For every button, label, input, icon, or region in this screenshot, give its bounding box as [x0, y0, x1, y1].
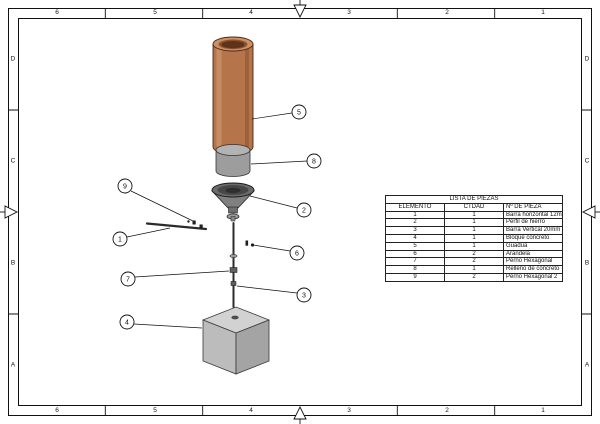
zone-row-left: C [10, 157, 16, 165]
zone-row-right: B [584, 259, 590, 267]
hex-nut-upper [229, 267, 238, 273]
hex-nut-lower [230, 281, 237, 286]
zone-col-top: 5 [153, 9, 157, 16]
zone-row-left: D [10, 55, 16, 63]
svg-text:2: 2 [302, 208, 306, 215]
washer-small [187, 220, 190, 223]
zone-col-bottom: 4 [249, 407, 253, 414]
zone-row-right: D [584, 55, 590, 63]
balloon-3: 3 [236, 285, 312, 303]
zone-col-top: 1 [541, 9, 545, 16]
table-row: 9 2 Perno Hexagonal 2 [385, 272, 563, 282]
zone-col-top: 4 [249, 9, 253, 16]
zone-col-top: 3 [347, 9, 351, 16]
balloon-9: 9 [117, 178, 194, 222]
svg-text:5: 5 [297, 110, 301, 117]
parts-list-table: LISTA DE PIEZAS ELEMENTO CTDAD Nº DE PIE… [385, 195, 563, 282]
balloon-8: 8 [250, 153, 322, 169]
hex-bolt-2 [199, 224, 203, 229]
balloon-7: 7 [120, 270, 230, 287]
guadua-cylinder [212, 36, 254, 155]
zone-col-bottom: 1 [541, 407, 545, 414]
zone-col-bottom: 3 [347, 407, 351, 414]
balloon-5: 5 [251, 104, 307, 120]
center-arrow-top [293, 0, 307, 19]
center-arrow-bottom [293, 405, 307, 424]
zone-row-left: B [10, 259, 16, 267]
zone-tick-marks [8, 8, 592, 416]
exploded-assembly [145, 36, 271, 375]
washers-hardware [245, 240, 255, 247]
svg-text:8: 8 [312, 159, 316, 166]
iron-funnel [211, 182, 255, 222]
zone-col-bottom: 5 [153, 407, 157, 414]
washer-2 [250, 243, 255, 247]
balloon-callouts: 5 8 2 6 3 [112, 104, 322, 330]
center-arrow-left [0, 205, 19, 219]
hex-bolt-1 [192, 220, 196, 225]
svg-text:4: 4 [125, 320, 129, 327]
svg-text:1: 1 [118, 237, 122, 244]
balloon-4: 4 [119, 314, 203, 330]
zone-col-bottom: 2 [445, 407, 449, 414]
balloon-2: 2 [249, 195, 312, 218]
concrete-fill-collar [215, 144, 251, 177]
zone-col-top: 6 [55, 9, 59, 16]
balloon-1: 1 [112, 227, 171, 247]
washer-on-bar [229, 254, 238, 258]
zone-row-left: A [10, 361, 16, 369]
svg-text:6: 6 [295, 251, 299, 258]
zone-col-top: 2 [445, 9, 449, 16]
cell-pieza: Perno Hexagonal 2 [503, 272, 563, 282]
zone-row-right: A [584, 361, 590, 369]
block-hole [231, 315, 239, 320]
zone-col-bottom: 6 [55, 407, 59, 414]
zone-row-right: C [584, 157, 590, 165]
svg-text:7: 7 [126, 277, 130, 284]
hex-bolt-3 [245, 240, 249, 246]
center-arrow-right [581, 205, 600, 219]
concrete-block [201, 306, 271, 375]
vertical-bar [229, 222, 238, 308]
svg-text:3: 3 [302, 293, 306, 300]
balloon-6: 6 [252, 244, 305, 261]
horizontal-bar [145, 220, 208, 231]
svg-text:9: 9 [123, 184, 127, 191]
